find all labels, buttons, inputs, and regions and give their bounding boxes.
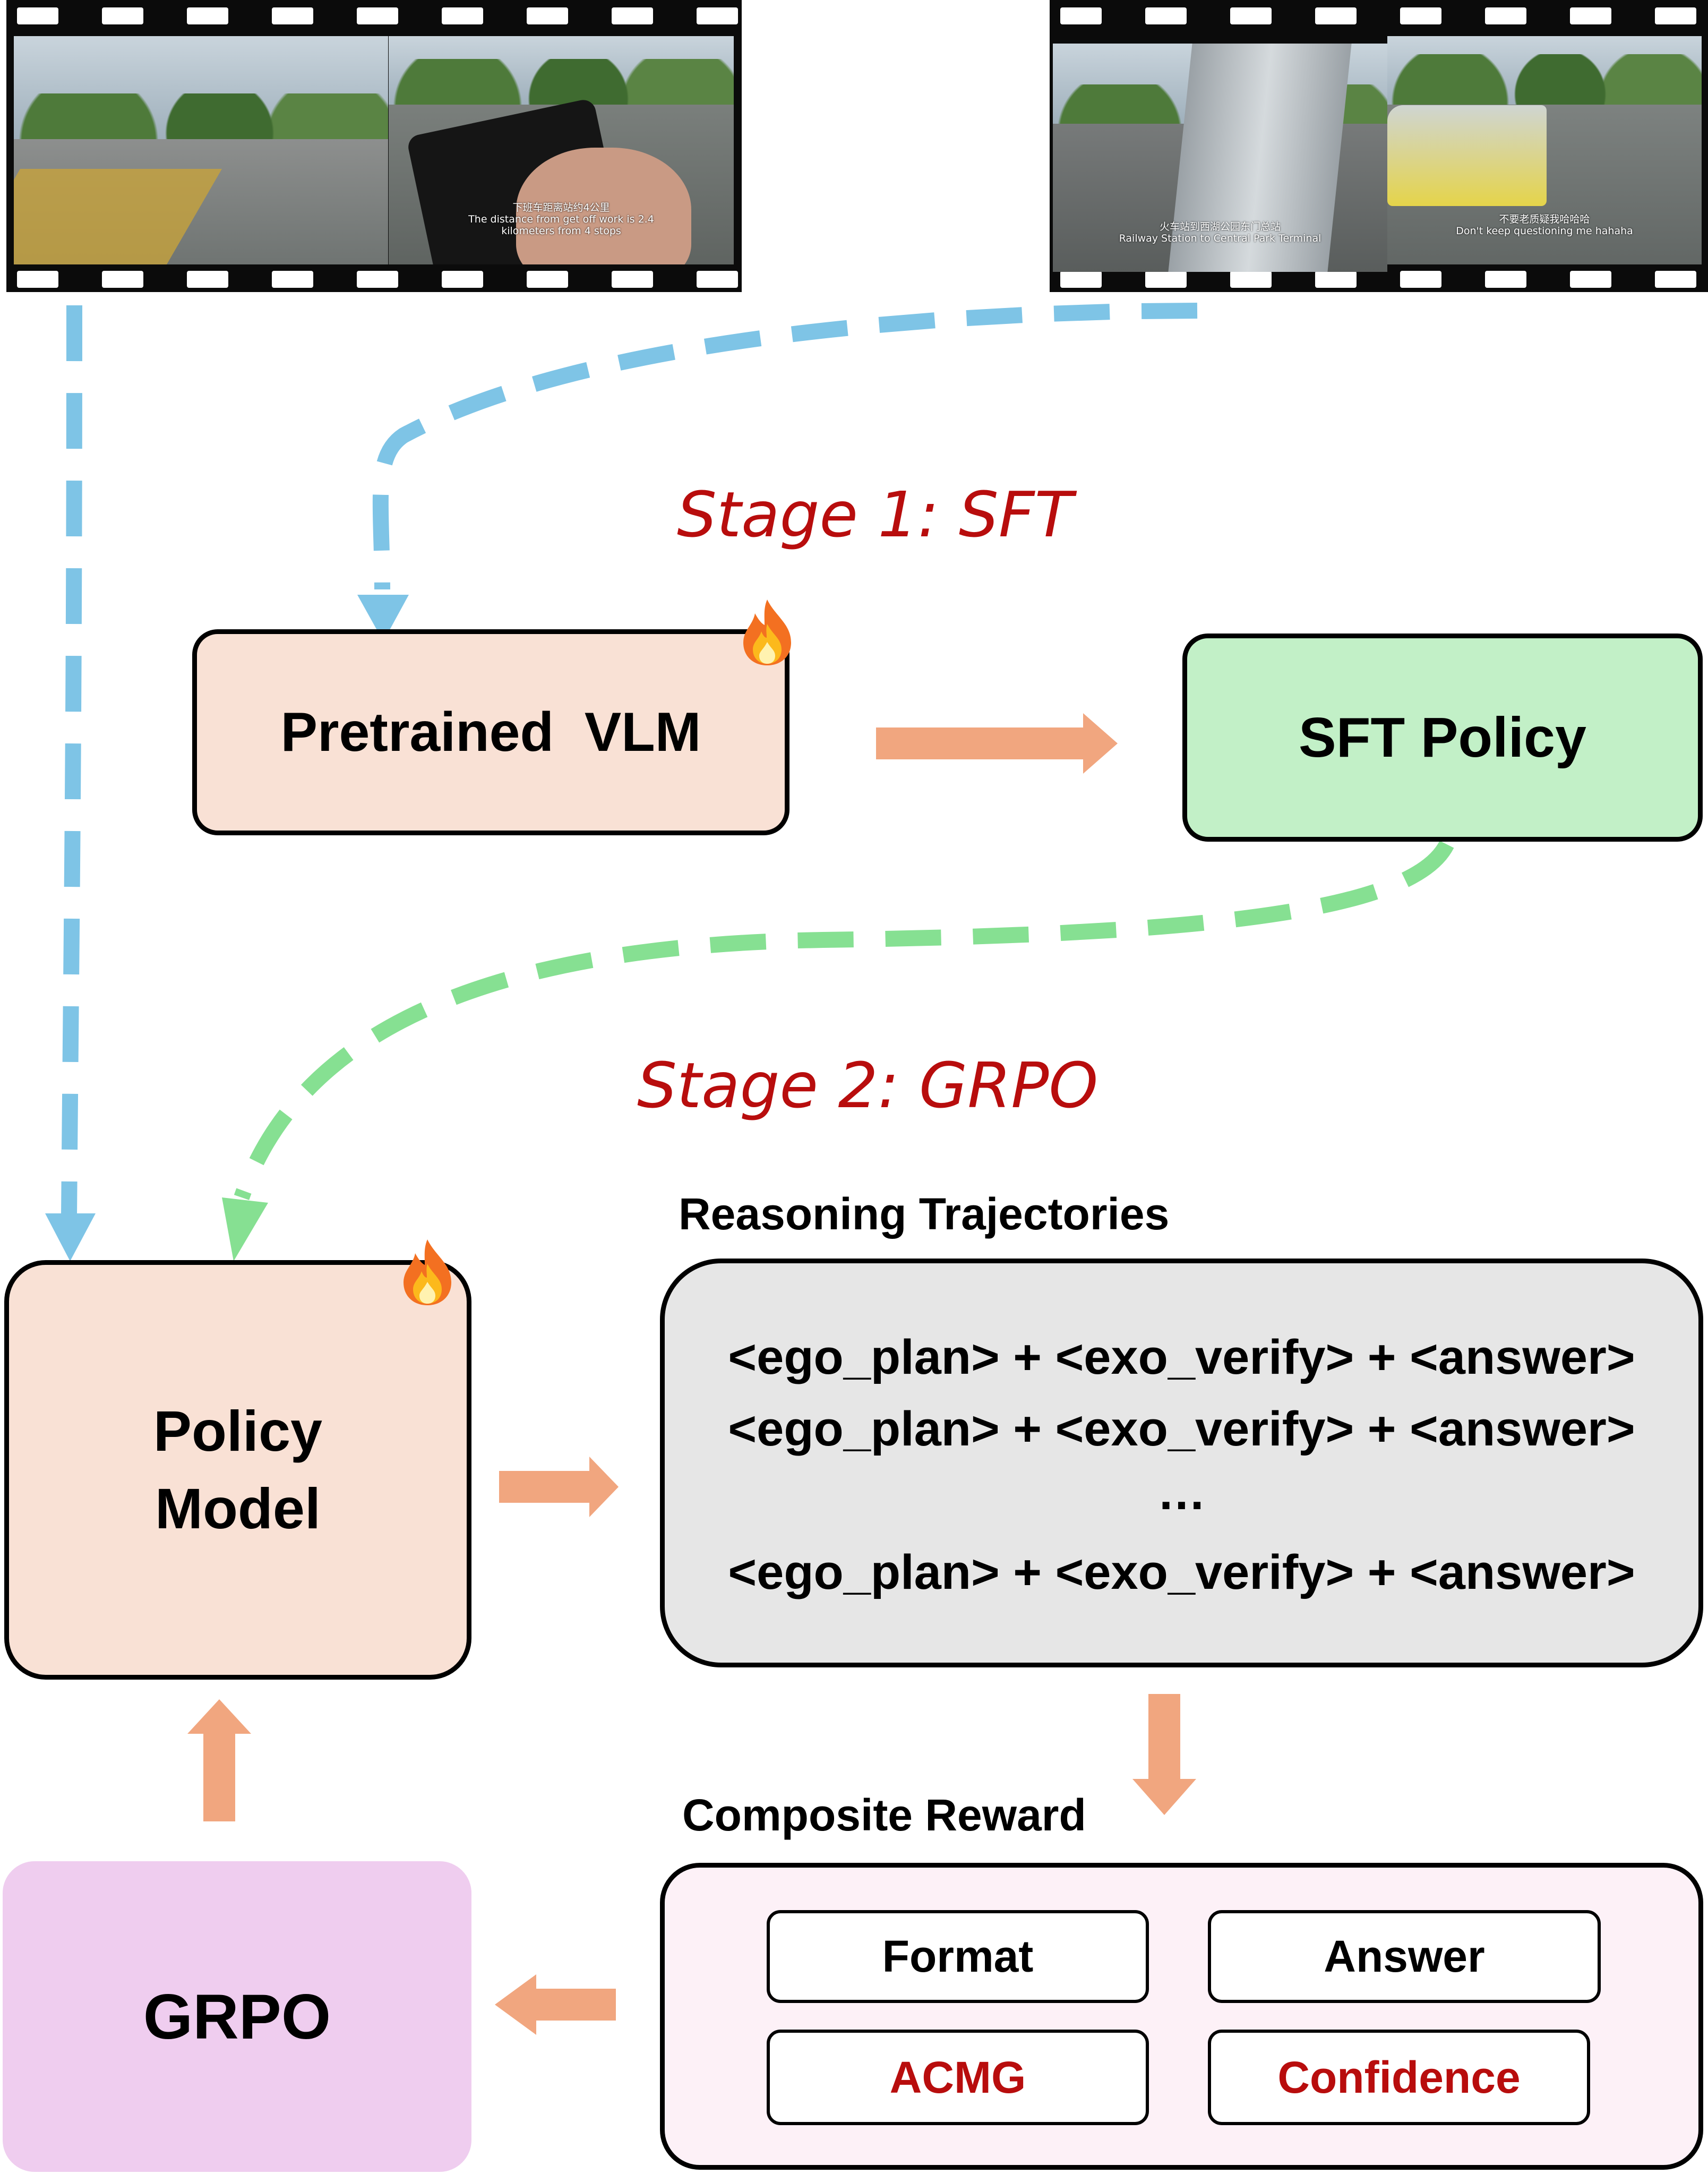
sprocket-holes [17,7,738,288]
film-strip-left: 下班车距离站约4公里 The distance from get off wor… [6,0,742,292]
reward-format: Format [767,1910,1149,2003]
blue-dashed-connector-right [372,303,1198,590]
video-frame-street [14,36,388,264]
sprocket-holes [1060,7,1696,288]
stage-1-label: Stage 1: SFT [677,478,1073,551]
video-frame-phone-hand: 下班车距离站约4公里 The distance from get off wor… [389,36,734,264]
blue-arrowhead-left [45,1213,96,1261]
reasoning-trajectories-title: Reasoning Trajectories [679,1189,1170,1239]
blue-dashed-connector-left [61,305,82,1217]
pretrained-vlm-label: Pretrained VLM [280,701,701,763]
trajectory-line: <ego_plan> + <exo_verify> + <answer> [728,1330,1635,1384]
arrow-reward-to-grpo-shaft [536,1989,616,2021]
sft-policy-label: SFT Policy [1299,706,1586,769]
reward-acmg: ACMG [767,2030,1149,2125]
sft-policy-box: SFT Policy [1182,634,1703,842]
policy-model-box: Policy Model [4,1260,471,1680]
pretrained-vlm-box: Pretrained VLM [192,629,789,835]
green-dashed-connector [234,840,1454,1200]
green-arrowhead [222,1197,268,1261]
grpo-box: GRPO [3,1861,471,2172]
grpo-label: GRPO [143,1981,331,2052]
composite-reward-title: Composite Reward [682,1790,1086,1840]
trajectory-ellipsis: … [1157,1466,1206,1520]
film-strip-right: 火车站到西湖公园东门总站 Railway Station to Central … [1050,0,1708,292]
arrow-policy-to-traj-shaft [499,1471,589,1503]
flame-icon [404,1239,451,1305]
arrow-reward-to-grpo-head [495,1974,536,2035]
reward-confidence: Confidence [1208,2030,1590,2125]
stage-2-label: Stage 2: GRPO [637,1049,1098,1122]
arrow-policy-to-traj-head [589,1457,619,1517]
arrow-vlm-to-sft-shaft [876,727,1083,759]
arrow-grpo-to-policy-shaft [203,1734,235,1821]
trajectory-line: <ego_plan> + <exo_verify> + <answer> [728,1545,1635,1599]
flame-icon [743,600,791,665]
film-caption: 火车站到西湖公园东门总站 Railway Station to Central … [1119,221,1321,245]
film-caption: 不要老质疑我哈哈哈 Don't keep questioning me haha… [1456,213,1633,237]
arrow-vlm-to-sft-head [1083,713,1118,774]
video-frame-bus-sign: 火车站到西湖公园东门总站 Railway Station to Central … [1053,44,1387,272]
policy-model-label-line1: Policy [153,1399,323,1463]
blue-arrowhead-right [357,595,409,641]
reward-answer: Answer [1208,1910,1601,2003]
arrow-traj-to-reward-head [1132,1779,1196,1815]
film-caption: 下班车距离站约4公里 The distance from get off wor… [468,202,654,237]
arrow-traj-to-reward-shaft [1148,1694,1180,1779]
policy-model-label-line2: Model [155,1476,321,1540]
reasoning-trajectories-box: <ego_plan> + <exo_verify> + <answer> <eg… [660,1259,1703,1667]
video-frame-bus-street: 不要老质疑我哈哈哈 Don't keep questioning me haha… [1387,36,1702,264]
arrow-grpo-to-policy-head [187,1699,251,1734]
composite-reward-box: Format Answer ACMG Confidence [660,1863,1703,2170]
trajectory-line: <ego_plan> + <exo_verify> + <answer> [728,1402,1635,1456]
